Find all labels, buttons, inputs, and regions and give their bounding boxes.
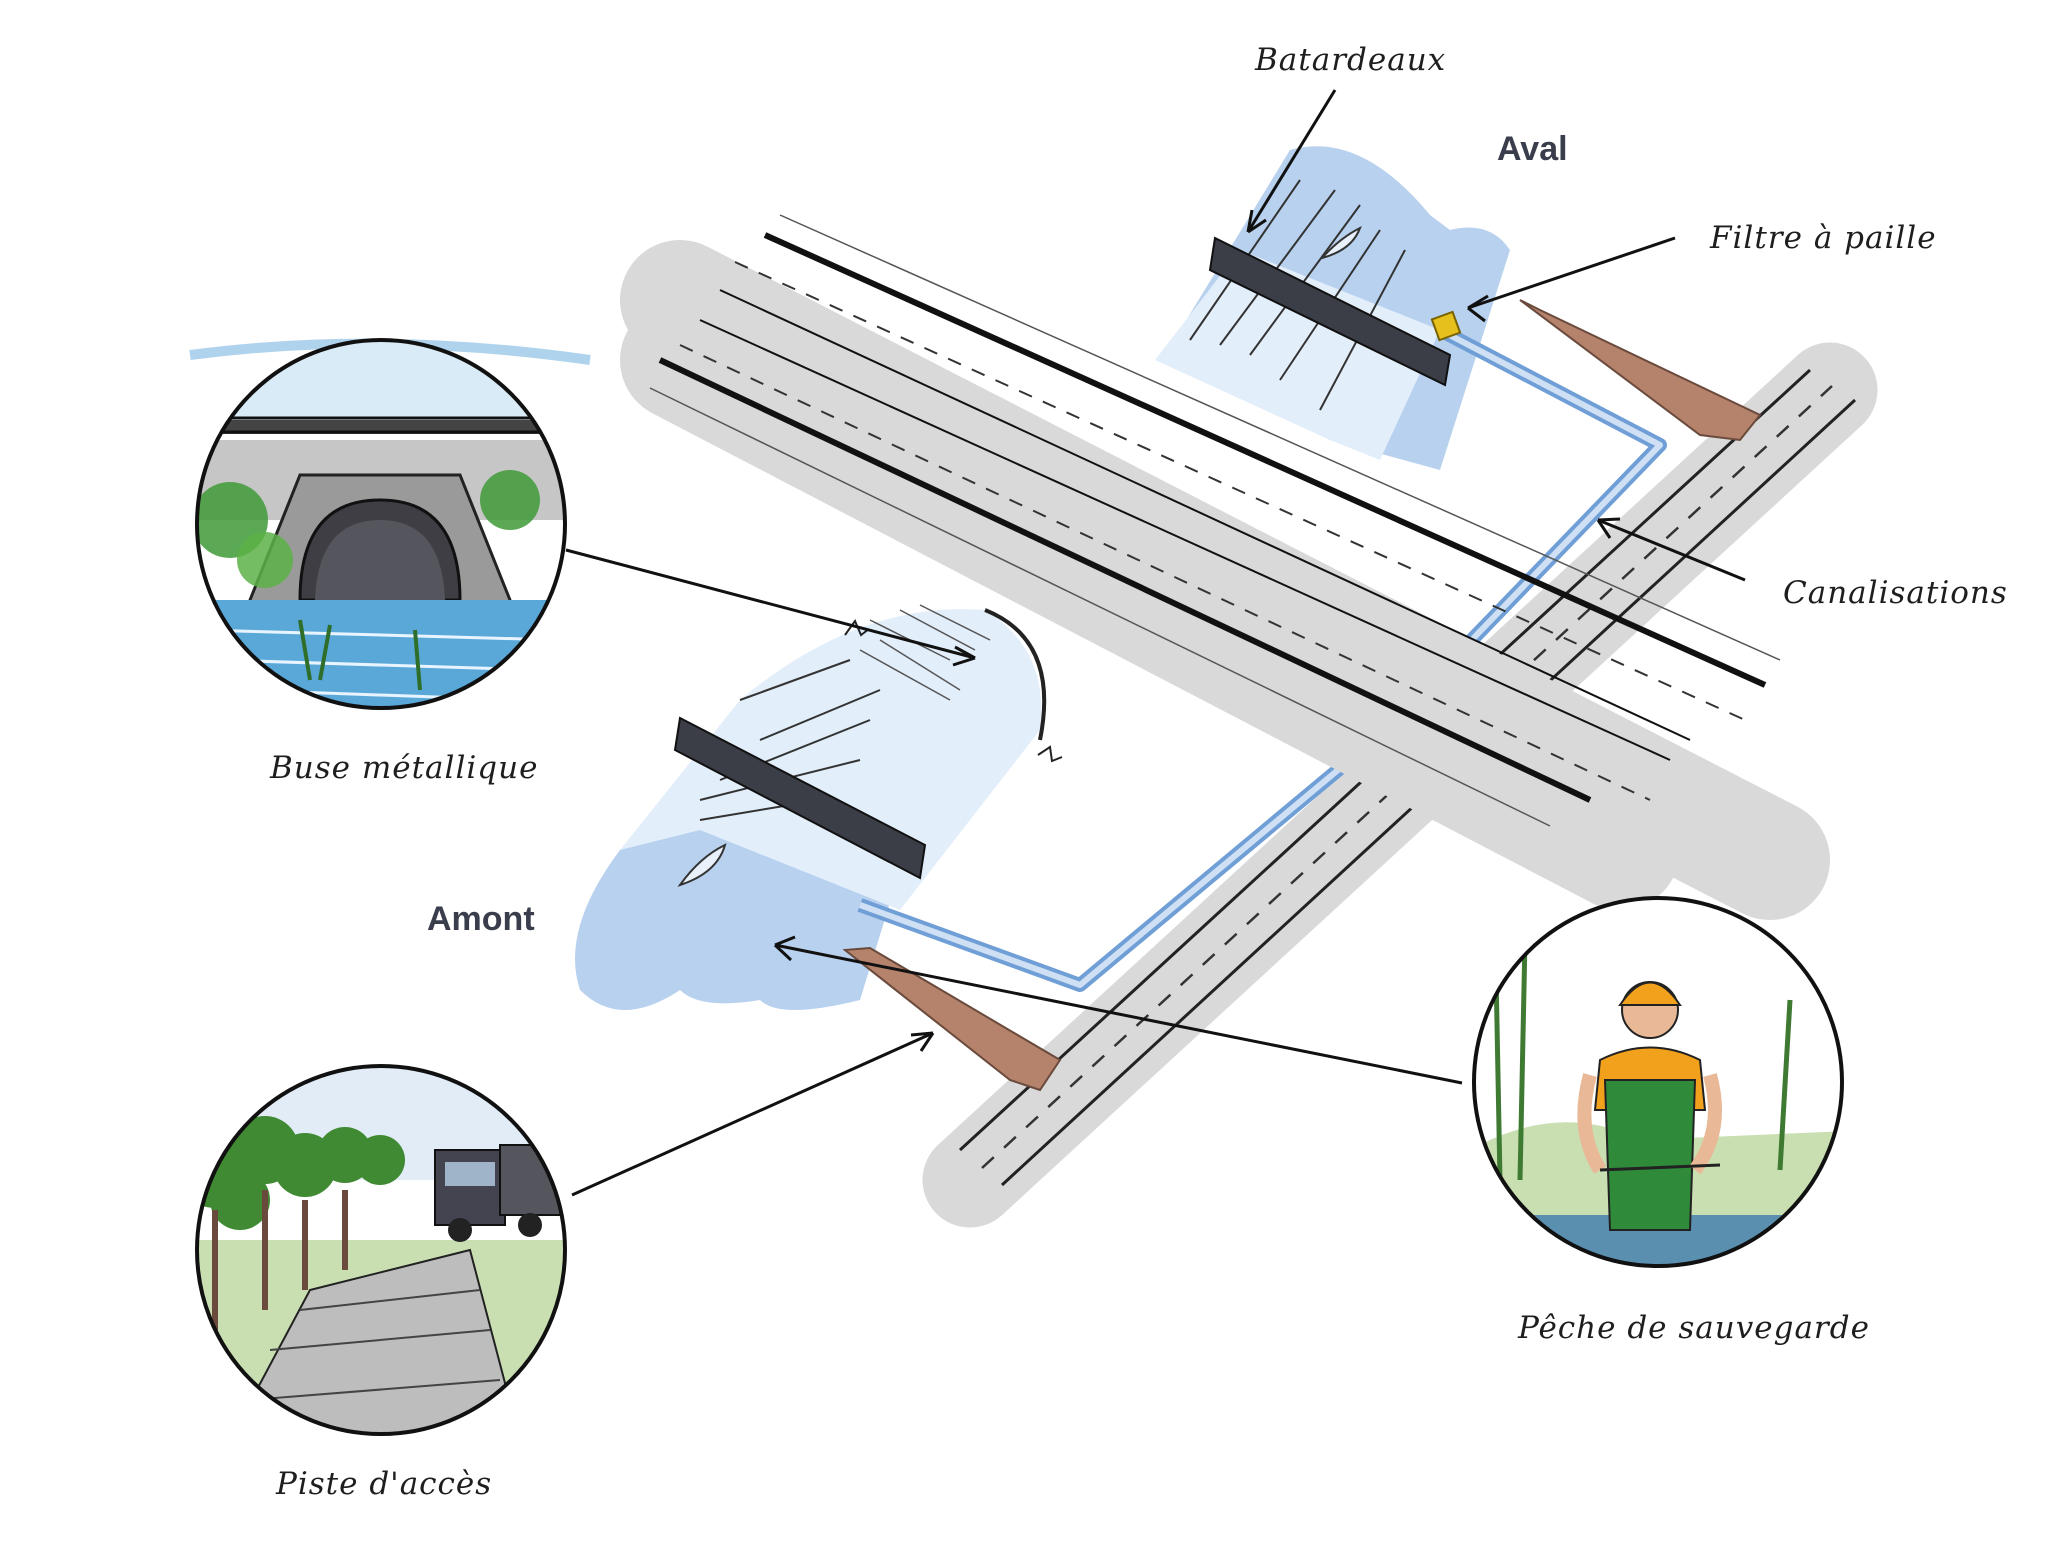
straw-filter-icon: [1430, 310, 1462, 342]
label-filtre-a-paille: Filtre à paille: [1710, 220, 1937, 256]
leader-lines: [565, 89, 1746, 1197]
culvert-scene-icon: [189, 338, 591, 710]
cofferdam-upstream: [673, 716, 927, 880]
fish-icon: [1319, 225, 1362, 260]
label-peche-de-sauvegarde: Pêche de sauvegarde: [1518, 1310, 1870, 1346]
cofferdam-downstream: [1208, 236, 1452, 387]
label-aval: Aval: [1497, 130, 1568, 168]
label-batardeaux: Batardeaux: [1255, 42, 1447, 78]
worker-scene-icon: [1472, 896, 1844, 1268]
label-canalisations: Canalisations: [1783, 575, 2008, 611]
label-piste-d-acces: Piste d'accès: [276, 1466, 493, 1502]
main-road: [620, 214, 1830, 920]
access-track-scene-icon: [195, 1064, 567, 1436]
mud-tracks: [842, 299, 1762, 1092]
label-amont: Amont: [427, 900, 535, 938]
fish-icon: [677, 843, 727, 887]
label-buse-metallique: Buse métallique: [270, 750, 539, 786]
